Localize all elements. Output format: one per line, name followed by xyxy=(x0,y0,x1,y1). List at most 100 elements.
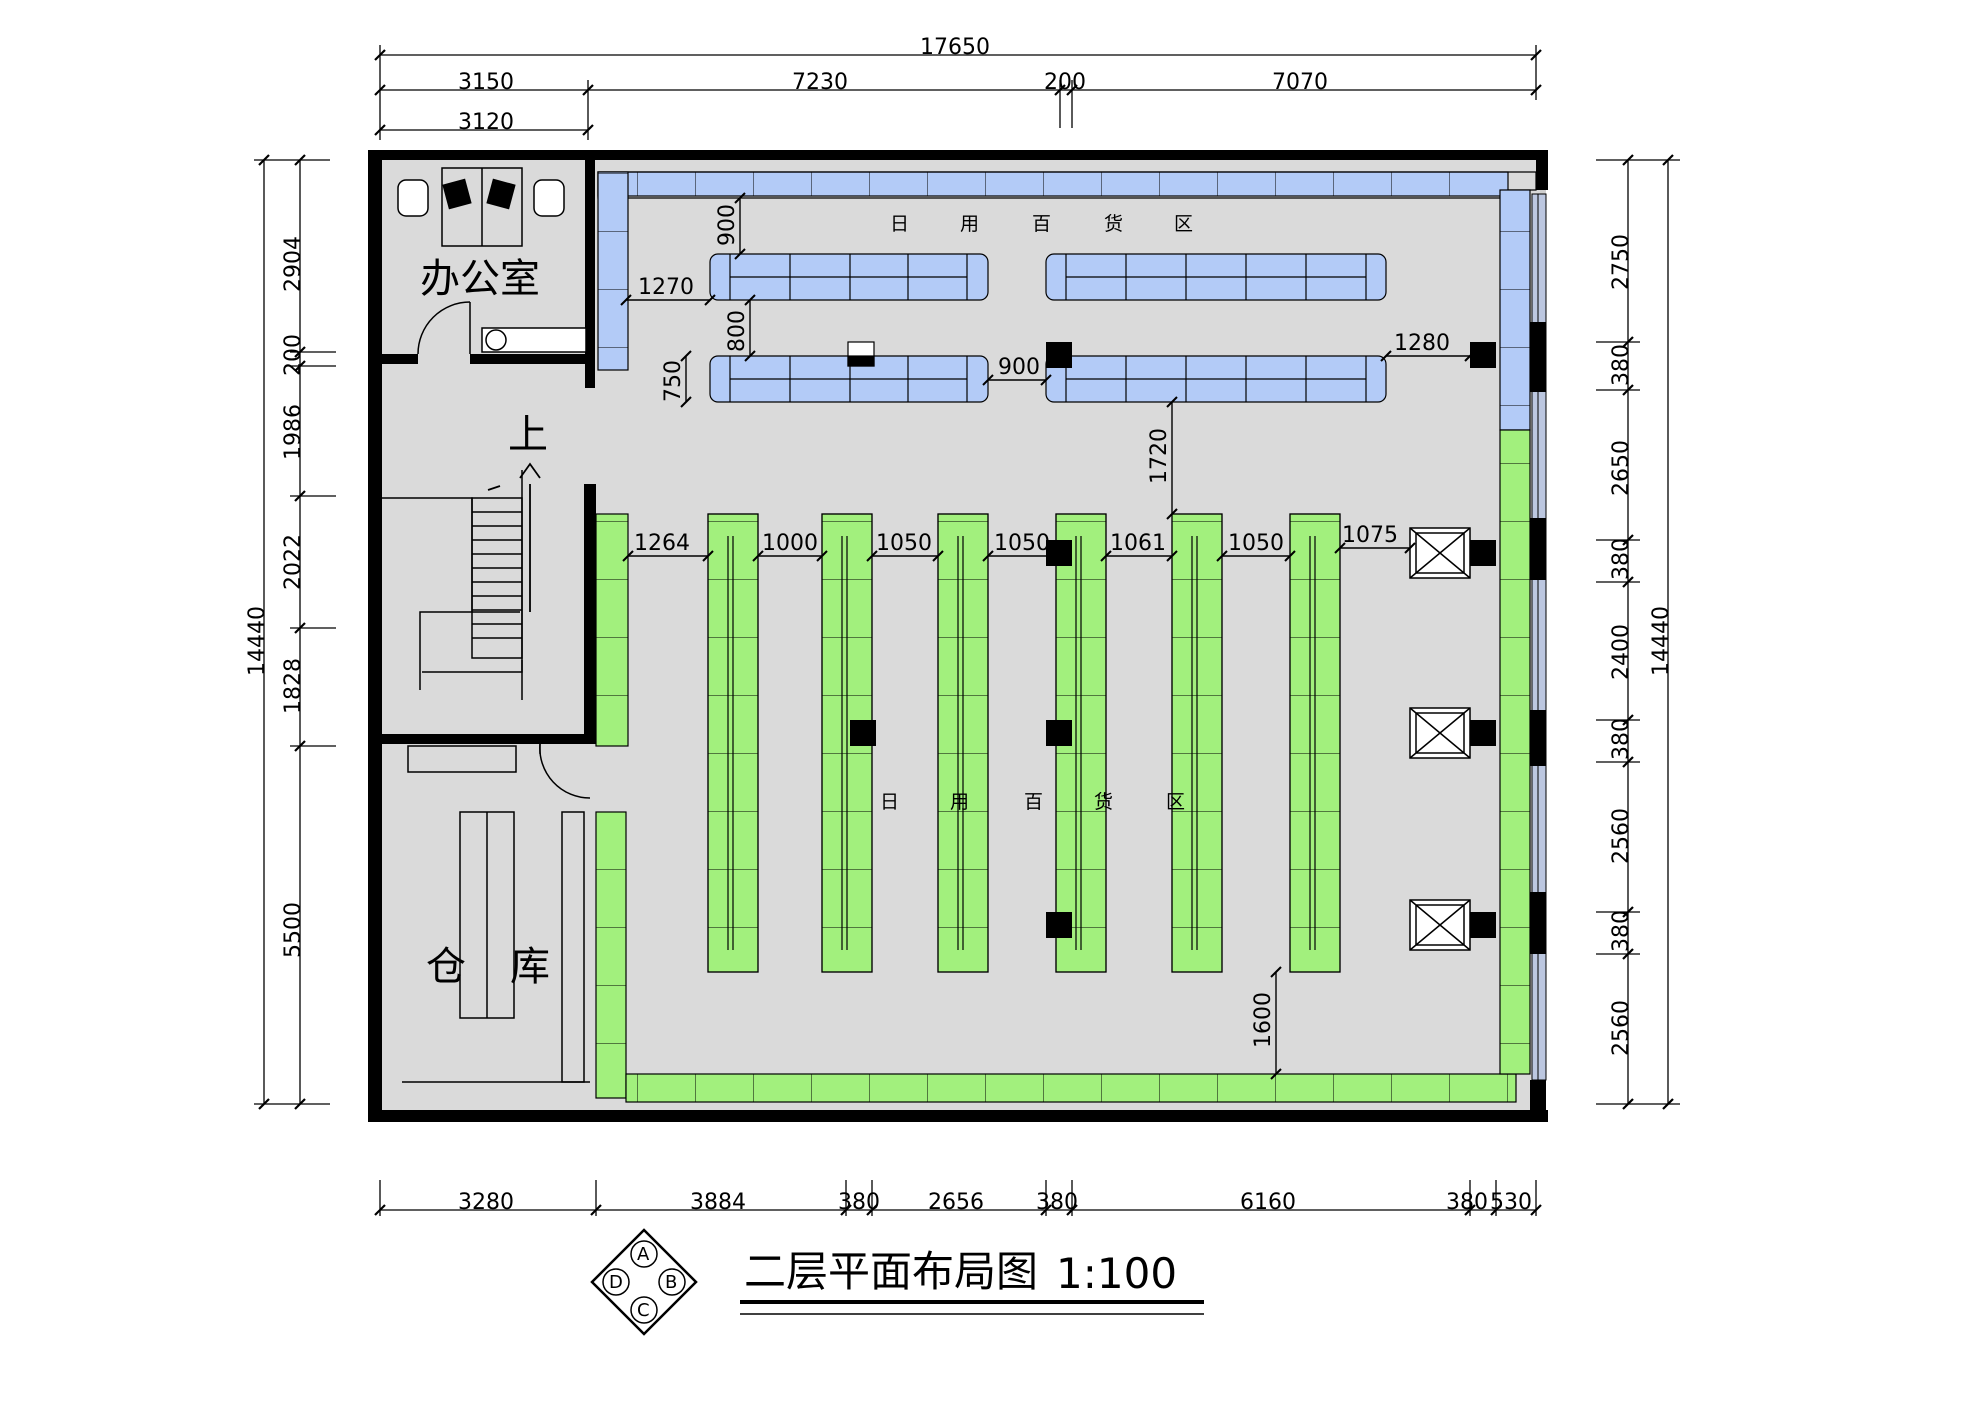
display-box xyxy=(1409,707,1471,759)
staircase xyxy=(382,470,523,700)
zone-char: 货 xyxy=(1104,213,1123,235)
dim-left-segment: 1986 xyxy=(281,404,306,460)
cash-register-icon xyxy=(847,341,875,367)
zone-char: 百 xyxy=(1032,213,1051,235)
warehouse-furniture xyxy=(402,745,590,1083)
office-furniture xyxy=(397,167,587,353)
right-dimension-ticks xyxy=(1622,154,1674,1110)
blue-shelf-unit xyxy=(1045,355,1387,403)
drawing-title: 二层平面布局图 xyxy=(744,1247,1038,1296)
interior-walls xyxy=(382,160,596,744)
dim-top-segment: 7230 xyxy=(792,70,848,95)
dim-left-segment: 2022 xyxy=(281,534,306,590)
dim-label: 1050 xyxy=(994,531,1050,556)
zone-char: 百 xyxy=(1024,791,1043,813)
dim-right-segment: 2560 xyxy=(1609,808,1634,864)
structural-columns xyxy=(850,342,1496,938)
dim-label: 1720 xyxy=(1147,428,1172,484)
drawing-scale: 1:100 xyxy=(1056,1249,1177,1298)
dim-bottom-segment: 6160 xyxy=(1240,1190,1296,1215)
dim-bottom-segment: 380 xyxy=(1446,1190,1488,1215)
green-gondola-shelf xyxy=(937,513,989,973)
blue-shelf-unit xyxy=(1045,253,1387,301)
dim-label: 1050 xyxy=(1228,531,1284,556)
warehouse-floor xyxy=(384,742,592,1107)
axis-diamond-symbol xyxy=(590,1228,698,1336)
dim-bottom-segment: 2656 xyxy=(928,1190,984,1215)
dim-left-segment: 1828 xyxy=(281,658,306,714)
axis-label-a: A xyxy=(637,1244,650,1265)
green-gondola-shelf xyxy=(1289,513,1341,973)
dim-label: 750 xyxy=(661,360,686,402)
left-dimension-lines xyxy=(254,159,336,1105)
top-dimension-ticks xyxy=(374,49,1542,136)
blue-wall-shelving xyxy=(597,171,1537,431)
dim-label: 1075 xyxy=(1342,523,1398,548)
green-wall-shelving xyxy=(595,429,1531,1103)
dim-bottom-segment: 380 xyxy=(1036,1190,1078,1215)
dim-label: 1600 xyxy=(1251,992,1276,1048)
zone-char: 日 xyxy=(880,791,899,813)
zone-char: 用 xyxy=(950,791,969,813)
dim-bottom-segment: 3884 xyxy=(690,1190,746,1215)
stair-up-label: 上 xyxy=(508,412,548,458)
zone-char: 用 xyxy=(960,213,979,235)
axis-label-d: D xyxy=(609,1272,623,1293)
left-dimension-ticks xyxy=(258,154,306,1110)
interior-dimension-ticks xyxy=(620,192,1476,1080)
dim-right-segment: 2650 xyxy=(1609,440,1634,496)
dim-label: 1280 xyxy=(1394,331,1450,356)
blue-shelf-unit xyxy=(709,253,989,301)
title-underline xyxy=(740,1300,1204,1315)
dim-right-segment: 380 xyxy=(1609,538,1634,580)
zone-char: 区 xyxy=(1166,791,1185,813)
dim-top-total: 17650 xyxy=(920,35,990,60)
dim-right-segment: 380 xyxy=(1609,344,1634,386)
dim-right-segment: 380 xyxy=(1609,910,1634,952)
dim-left-segment: 2904 xyxy=(281,236,306,292)
dim-label: 1061 xyxy=(1110,531,1166,556)
dim-label: 900 xyxy=(715,204,740,246)
dim-left-total: 14440 xyxy=(245,606,270,676)
display-box xyxy=(1409,527,1471,579)
dim-label: 1050 xyxy=(876,531,932,556)
warehouse-label-left: 仓 xyxy=(426,944,466,990)
dim-label: 1270 xyxy=(638,275,694,300)
zone-char: 货 xyxy=(1094,791,1113,813)
dim-top-segment: 3150 xyxy=(458,70,514,95)
dim-right-segment: 2400 xyxy=(1609,624,1634,680)
display-box xyxy=(1409,899,1471,951)
dim-label: 900 xyxy=(998,355,1040,380)
warehouse-label-right: 库 xyxy=(510,944,550,990)
bottom-dimension-ticks xyxy=(374,1204,1542,1216)
zone-char: 日 xyxy=(890,213,909,235)
dim-top-office: 3120 xyxy=(458,110,514,135)
zone-char: 区 xyxy=(1174,213,1193,235)
zone-label-middle: 日 用 百 货 区 xyxy=(880,791,1185,813)
zone-label-top: 日 用 百 货 区 xyxy=(890,213,1193,235)
green-gondola-shelf xyxy=(707,513,759,973)
office-door xyxy=(417,301,471,355)
dim-bottom-segment: 3280 xyxy=(458,1190,514,1215)
warehouse-door xyxy=(539,743,591,799)
office-label: 办公室 xyxy=(420,256,540,302)
dim-right-segment: 2560 xyxy=(1609,1000,1634,1056)
dim-right-segment: 380 xyxy=(1609,718,1634,760)
green-gondola-shelf xyxy=(1171,513,1223,973)
dim-top-segment: 7070 xyxy=(1272,70,1328,95)
right-dimension-lines xyxy=(1596,159,1680,1105)
axis-label-c: C xyxy=(637,1300,650,1321)
dim-label: 1264 xyxy=(634,531,690,556)
dim-right-segment: 2750 xyxy=(1609,234,1634,290)
window-strip xyxy=(1530,193,1547,1112)
dim-left-segment: 200 xyxy=(281,334,306,376)
dim-top-segment: 200 xyxy=(1044,70,1086,95)
axis-label-b: B xyxy=(665,1272,677,1293)
dim-bottom-segment: 380 xyxy=(838,1190,880,1215)
dim-label: 1000 xyxy=(762,531,818,556)
dim-right-total: 14440 xyxy=(1649,606,1674,676)
dim-left-segment: 5500 xyxy=(281,902,306,958)
dim-bottom-segment: 530 xyxy=(1490,1190,1532,1215)
outer-walls xyxy=(368,150,1548,1122)
